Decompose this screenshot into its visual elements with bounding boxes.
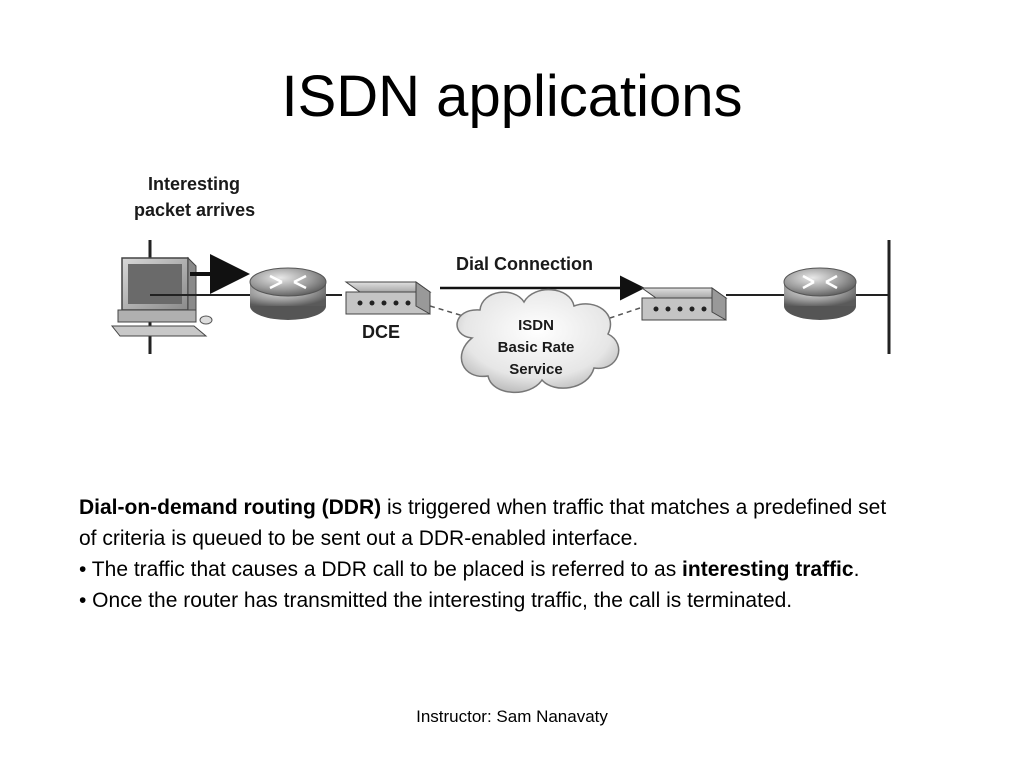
router-icon [249, 267, 327, 320]
ddr-term: Dial-on-demand routing (DDR) [79, 496, 382, 519]
bullet-end: . [853, 558, 860, 581]
ddr-description: is triggered when traffic that matches a… [79, 496, 887, 550]
bullet-text: • The traffic that causes a DDR call to … [79, 558, 683, 581]
interesting-label-line1: Interesting [148, 174, 240, 194]
instructor-credit: Instructor: Sam Nanavaty [416, 707, 608, 726]
cloud-label-line1: ISDN [518, 317, 554, 334]
slide-title: ISDN applications [281, 64, 743, 129]
cloud-label-line3: Service [509, 361, 562, 378]
isdn-diagram: Interesting packet arrives [110, 158, 900, 418]
workstation-icon [110, 256, 213, 337]
slide-body: Dial-on-demand routing (DDR) is triggere… [79, 492, 894, 616]
cloud-icon: ISDN Basic Rate Service [456, 288, 620, 394]
modem-icon [640, 287, 728, 321]
paragraph-ddr: Dial-on-demand routing (DDR) is triggere… [79, 492, 894, 554]
modem-icon [344, 281, 432, 315]
dce-label: DCE [362, 322, 400, 342]
interesting-traffic-term: interesting traffic [682, 558, 854, 581]
interesting-label-line2: packet arrives [134, 200, 255, 220]
bullet-interesting-traffic: • The traffic that causes a DDR call to … [79, 554, 894, 585]
bullet-call-terminated: • Once the router has transmitted the in… [79, 589, 793, 612]
dial-connection-label: Dial Connection [456, 254, 593, 274]
cloud-label-line2: Basic Rate [498, 339, 575, 356]
slide-footer: Instructor: Sam Nanavaty [0, 706, 1024, 728]
router-icon [783, 267, 857, 320]
